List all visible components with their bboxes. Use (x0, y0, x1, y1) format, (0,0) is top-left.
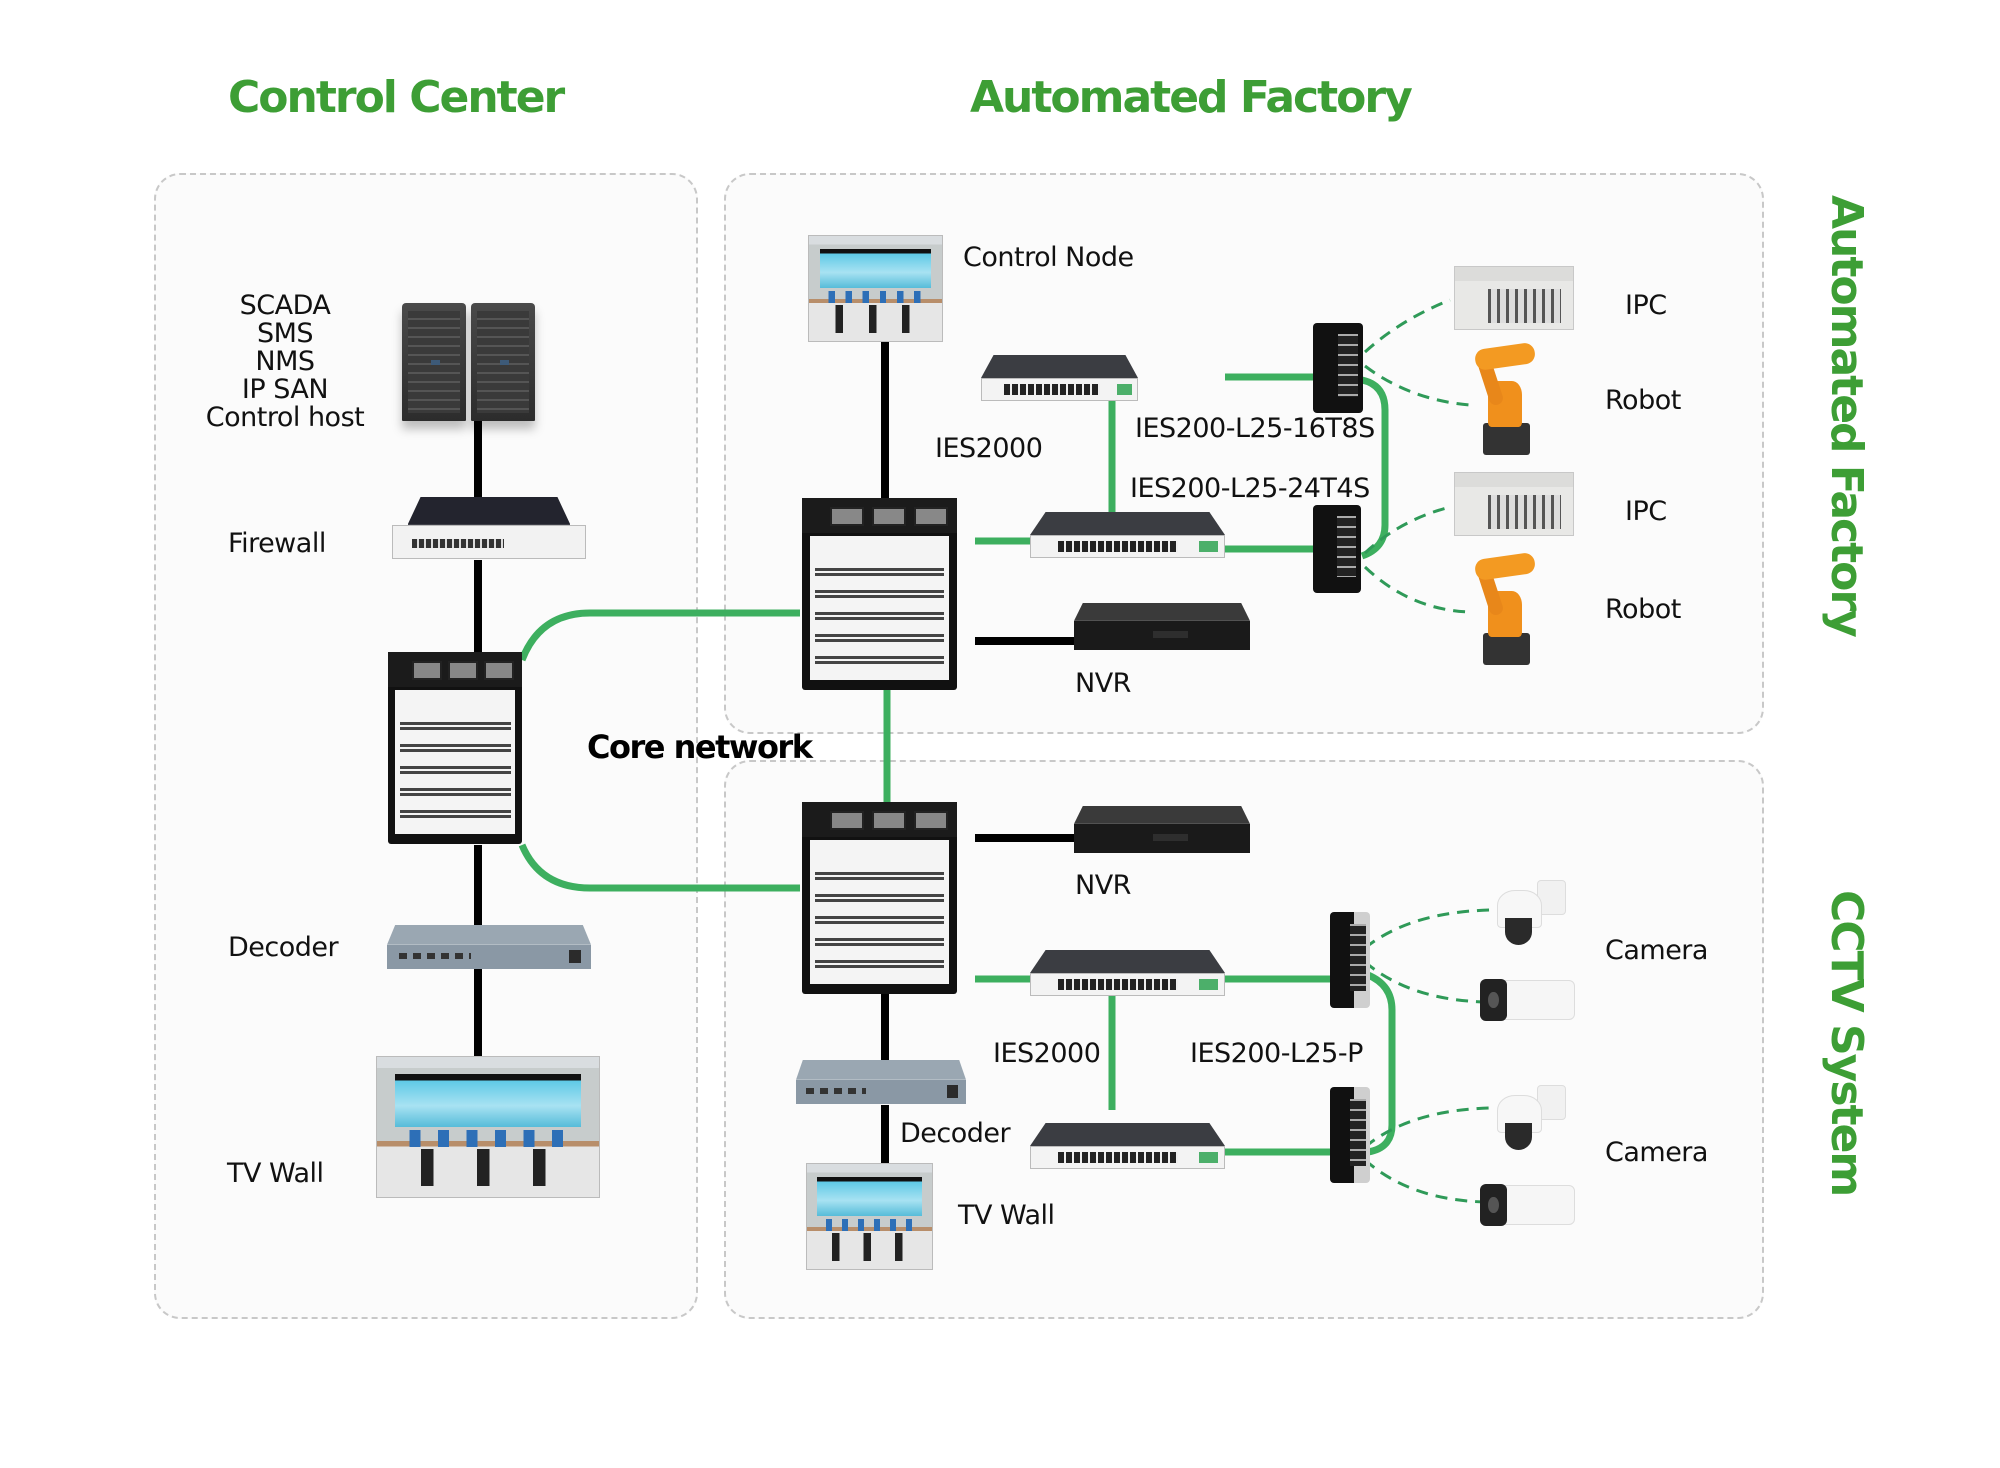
endpoint-label-robot-2: Robot (1605, 594, 1681, 625)
endpoint-label-ipc-1: IPC (1625, 290, 1667, 321)
camera-label-1: Camera (1605, 935, 1708, 966)
cctv-nvr-label: NVR (1075, 870, 1131, 901)
tv-wall-icon (376, 1056, 600, 1198)
control-node-icon (808, 235, 943, 342)
switch-16t8s-label: IES200-L25-16T8S (1135, 413, 1375, 444)
control-node-label: Control Node (963, 242, 1134, 273)
industrial-pc-icon (1454, 472, 1574, 536)
ies200-24t4s-switch-icon (1313, 505, 1361, 593)
control-center-title: Control Center (228, 72, 565, 123)
ies200-p-switch-icon (1330, 912, 1370, 1008)
ies200-p-switch-icon (1330, 1087, 1370, 1183)
link-p1-bullet1 (1364, 960, 1486, 1004)
ies200-16t8s-switch-icon (1313, 323, 1363, 413)
servers-label-nms: NMS (255, 346, 315, 377)
robot-arm-icon (1462, 550, 1547, 665)
camera-label-2: Camera (1605, 1137, 1708, 1168)
server-rack-icon (402, 303, 466, 421)
dome-camera-icon (1488, 880, 1566, 946)
switch-24t4s-label: IES200-L25-24T4S (1130, 473, 1370, 504)
servers-label-ipsan: IP SAN (241, 374, 329, 405)
tv-wall-label: TV Wall (227, 1158, 324, 1189)
industrial-pc-icon (1454, 266, 1574, 330)
bullet-camera-icon (1480, 975, 1575, 1025)
firewall-label: Firewall (228, 528, 326, 559)
cctv-ies2000-label: IES2000 (993, 1038, 1101, 1069)
factory-ies2000-label: IES2000 (935, 433, 1043, 464)
cctv-tv-wall-icon (806, 1163, 933, 1270)
switch-p-label: IES200-L25-P (1190, 1038, 1363, 1069)
ies2000-switch-icon (981, 355, 1138, 401)
cctv-decoder-icon (796, 1060, 966, 1104)
link-p1-p2-ring (1366, 971, 1396, 1156)
link-core-cctv (518, 843, 800, 892)
cctv-tv-wall-label: TV Wall (958, 1200, 1055, 1231)
core-switch-chassis-icon (388, 652, 522, 844)
link-core-factory (518, 609, 800, 662)
bullet-camera-icon (1480, 1180, 1575, 1230)
decoder-label: Decoder (228, 932, 339, 963)
server-rack-icon (471, 303, 535, 421)
link-24t4s-ipc2 (1363, 505, 1451, 555)
link-16t8s-ipc1 (1363, 298, 1451, 354)
core-network-label: Core network (587, 728, 813, 766)
cctv-core-chassis-icon (802, 802, 957, 994)
endpoint-label-ipc-2: IPC (1625, 496, 1667, 527)
link-p1-dome1 (1364, 908, 1491, 950)
servers-label-sms: SMS (256, 318, 314, 349)
link-16t8s-24t4s-ring (1360, 376, 1389, 560)
servers-label: SCADA SMS NMS IP SAN Control host (190, 292, 380, 432)
dome-camera-icon (1488, 1085, 1566, 1151)
ies2000-switch-icon (1030, 512, 1225, 558)
endpoint-label-robot-1: Robot (1605, 385, 1681, 416)
robot-arm-icon (1462, 340, 1547, 455)
factory-nvr-icon (1074, 603, 1250, 650)
decoder-icon (387, 925, 591, 969)
link-p2-dome2 (1364, 1106, 1491, 1149)
servers-label-control-host: Control host (205, 402, 365, 433)
servers-label-scada: SCADA (239, 290, 331, 321)
cctv-nvr-icon (1074, 806, 1250, 853)
factory-core-chassis-icon (802, 498, 957, 690)
factory-nvr-label: NVR (1075, 668, 1131, 699)
link-p2-bullet2 (1364, 1158, 1486, 1204)
firewall-icon (392, 497, 586, 559)
automated-factory-title: Automated Factory (970, 72, 1413, 123)
link-16t8s-robot1 (1364, 364, 1471, 407)
link-24t4s-robot2 (1363, 565, 1471, 614)
cctv-decoder-label: Decoder (900, 1118, 1011, 1149)
ies2000-switch-icon (1030, 1123, 1225, 1169)
ies2000-switch-icon (1030, 950, 1225, 996)
